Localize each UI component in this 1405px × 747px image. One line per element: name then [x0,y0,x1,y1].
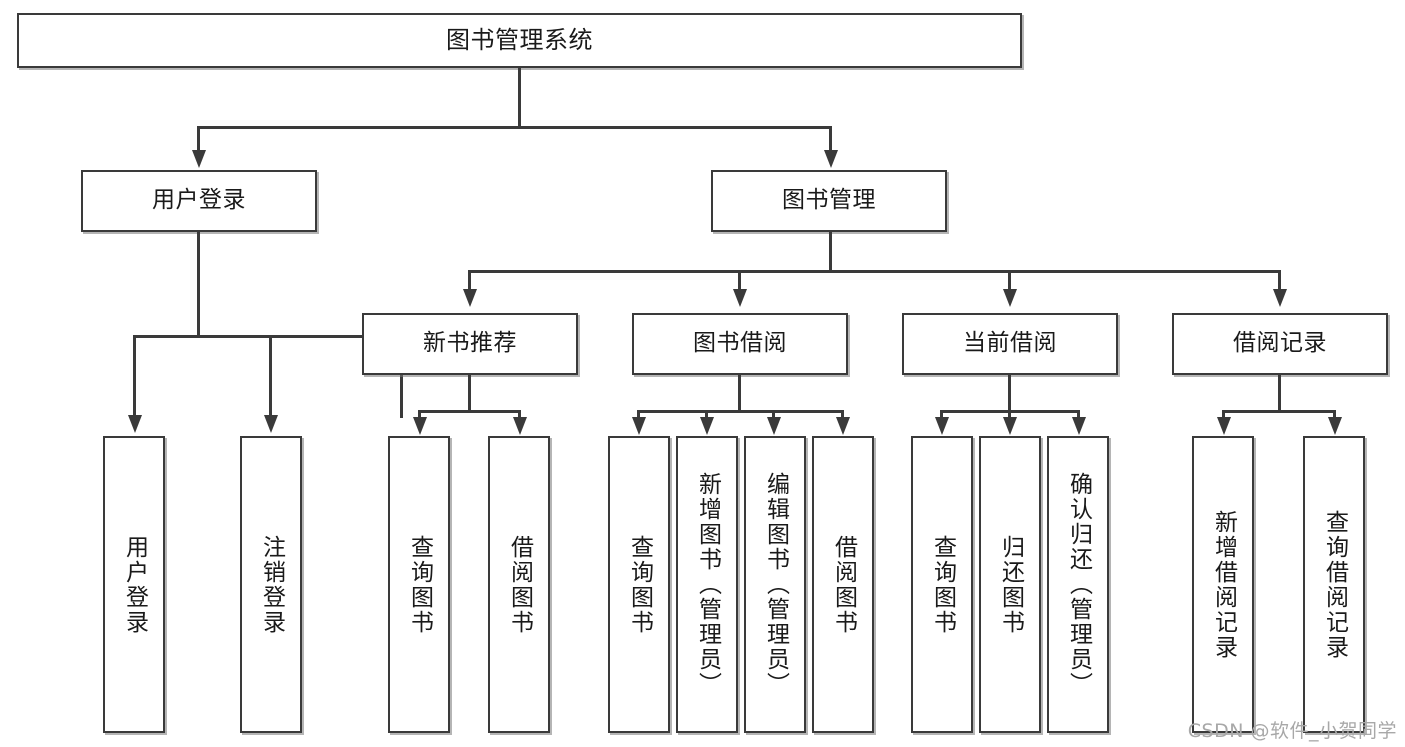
node-label: 当前借阅 [963,330,1057,357]
leaf-user-login[interactable]: 用户登录 [103,436,165,733]
connector-book-borrow-drop-3 [772,410,775,420]
connector-level1-bus [197,126,832,129]
arrowhead-icon [264,415,278,433]
leaf-query-book-current[interactable]: 查询图书 [911,436,973,733]
connector-book-borrow-drop-1 [637,410,640,420]
connector-new-book-drop-2 [518,410,521,420]
connector-level2-drop-2 [738,270,741,292]
connector-current-borrow-drop-1 [940,410,943,420]
leaf-query-book-borrow[interactable]: 查询图书 [608,436,670,733]
connector-current-borrow-stem [1008,375,1011,410]
leaf-add-book-admin[interactable]: 新增图书（管理员） [676,436,738,733]
node-label: 确认归还（管理员） [1065,472,1092,697]
connector-current-borrow-drop-3 [1077,410,1080,420]
connector-borrow-record-drop-2 [1333,410,1336,420]
arrowhead-icon [463,289,477,307]
leaf-borrow-book-recommend[interactable]: 借阅图书 [488,436,550,733]
arrowhead-icon [513,417,527,435]
leaf-add-borrow-record[interactable]: 新增借阅记录 [1192,436,1254,733]
leaf-logout[interactable]: 注销登录 [240,436,302,733]
arrowhead-icon [1003,289,1017,307]
node-label: 图书借阅 [693,330,787,357]
arrowhead-icon [1217,417,1231,435]
node-label: 查询图书 [626,534,653,635]
connector-borrow-record-bus [1222,410,1336,413]
arrowhead-icon [1003,417,1017,435]
node-label: 查询图书 [406,534,433,635]
arrowhead-icon [733,289,747,307]
node-label: 查询图书 [929,534,956,635]
node-label: 新增图书（管理员） [694,472,721,697]
arrowhead-icon [824,150,838,168]
node-label: 编辑图书（管理员） [762,472,789,697]
arrowhead-icon [1328,417,1342,435]
node-book-borrow[interactable]: 图书借阅 [632,313,848,375]
connector-level2-drop-3 [1008,270,1011,292]
node-label: 新增借阅记录 [1210,509,1237,660]
leaf-borrow-book[interactable]: 借阅图书 [812,436,874,733]
arrowhead-icon [1273,289,1287,307]
connector-borrow-record-stem [1278,375,1281,410]
connector-book-borrow-bus [637,410,844,413]
node-borrow-record[interactable]: 借阅记录 [1172,313,1388,375]
connector-borrow-record-drop-1 [1222,410,1225,420]
node-label: 查询借阅记录 [1321,509,1348,660]
node-label: 用户登录 [121,534,148,635]
connector-user-login-bus [133,335,403,338]
leaf-query-book-recommend[interactable]: 查询图书 [388,436,450,733]
leaf-confirm-return-admin[interactable]: 确认归还（管理员） [1047,436,1109,733]
arrowhead-icon [1072,417,1086,435]
connector-level1-drop-1 [197,126,200,152]
connector-new-book-bus [418,410,521,413]
node-label: 注销登录 [258,534,285,635]
connector-level2-bus [468,270,1280,273]
node-book-management[interactable]: 图书管理 [711,170,947,232]
node-current-borrow[interactable]: 当前借阅 [902,313,1118,375]
node-label: 用户登录 [152,187,246,214]
connector-level2-drop-4 [1278,270,1281,292]
connector-user-login-drop-2 [400,335,403,418]
connector-level1-drop-2 [829,126,832,152]
node-root-book-management-system[interactable]: 图书管理系统 [17,13,1022,68]
arrowhead-icon [128,415,142,433]
arrowhead-icon [935,417,949,435]
connector-book-management-stem [829,232,832,270]
connector-new-book-stem [468,375,471,410]
leaf-return-book[interactable]: 归还图书 [979,436,1041,733]
connector-book-borrow-stem [738,375,741,410]
node-label: 借阅记录 [1233,330,1327,357]
node-label: 借阅图书 [506,534,533,635]
node-user-login[interactable]: 用户登录 [81,170,317,232]
arrowhead-icon [632,417,646,435]
connector-book-borrow-drop-4 [841,410,844,420]
connector-root-stem [518,68,521,126]
connector-user-login-drop-2b [269,335,272,418]
arrowhead-icon [836,417,850,435]
arrowhead-icon [767,417,781,435]
leaf-edit-book-admin[interactable]: 编辑图书（管理员） [744,436,806,733]
node-label: 图书管理 [782,187,876,214]
connector-user-login-drop-1 [133,335,136,418]
node-label: 归还图书 [997,534,1024,635]
connector-new-book-drop-1 [418,410,421,420]
arrowhead-icon [413,417,427,435]
node-label: 图书管理系统 [446,26,593,55]
connector-user-login-stem [197,232,200,335]
arrowhead-icon [700,417,714,435]
connector-current-borrow-drop-2 [1008,410,1011,420]
connector-level2-drop-1 [468,270,471,292]
node-new-book-recommend[interactable]: 新书推荐 [362,313,578,375]
arrowhead-icon [192,150,206,168]
node-label: 借阅图书 [830,534,857,635]
connector-book-borrow-drop-2 [705,410,708,420]
leaf-query-borrow-record[interactable]: 查询借阅记录 [1303,436,1365,733]
node-label: 新书推荐 [423,330,517,357]
